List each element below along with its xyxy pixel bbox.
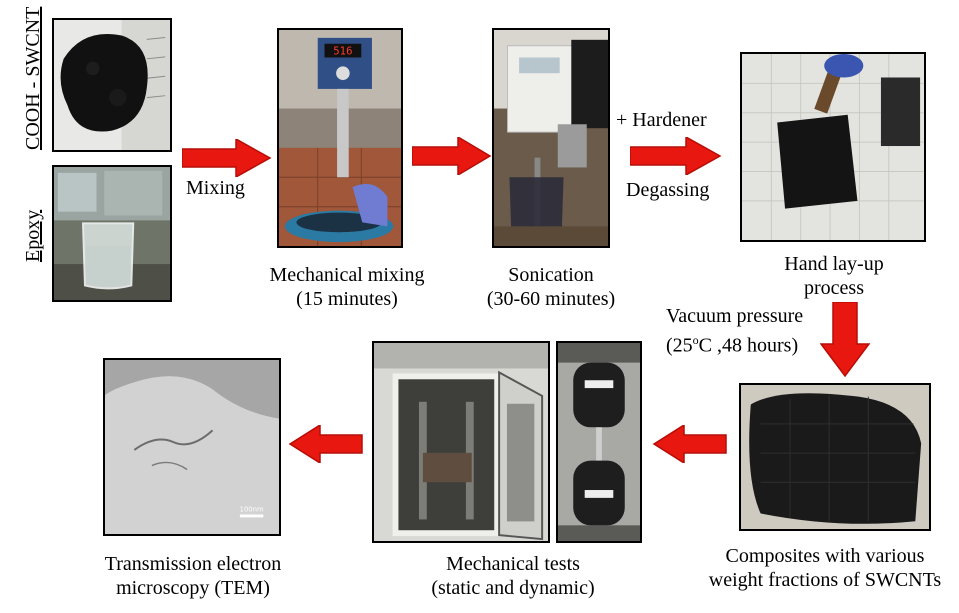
tensile-grip-photo [556,341,642,543]
mechanical-tests-label: Mechanical tests (static and dynamic) [431,553,595,599]
swcnt-label: COOH - SWCNT [22,6,44,150]
scale-bar-label: 100nm [240,506,264,514]
composites-label: Composites with various weight fractions… [708,545,942,591]
epoxy-label: Epoxy [22,209,44,262]
composite-panel-photo [739,383,931,531]
testing-chamber-photo [372,341,550,543]
swcnt-powder-photo [52,18,172,152]
epoxy-beaker-photo [52,165,172,302]
mixer-display: 516 [333,44,352,57]
arrow-to-hand-layup [630,137,722,175]
mixing-label: Mixing [186,177,245,199]
mechanical-mixing-label: Mechanical mixing (15 minutes) [269,264,425,310]
degassing-label: Degassing [626,179,710,201]
sonicator-photo [492,28,610,248]
tem-label: Transmission electron microscopy (TEM) [104,553,282,599]
mechanical-mixer-photo: 516 [277,28,403,248]
sonication-label: Sonication (30-60 minutes) [486,264,616,310]
hand-layup-photo [740,52,926,242]
hand-layup-label: Hand lay-up process [784,253,884,299]
arrow-mixing [182,139,272,177]
tem-micrograph-photo: 100nm [103,358,281,536]
arrow-to-sonication [412,137,492,175]
arrow-to-tem [288,425,363,463]
hardener-label: + Hardener [616,109,707,131]
vacuum-pressure-label: Vacuum pressure (25oC ,48 hours) [666,305,804,357]
arrow-to-mechanical-tests [652,425,727,463]
arrow-down-vacuum [820,302,870,378]
